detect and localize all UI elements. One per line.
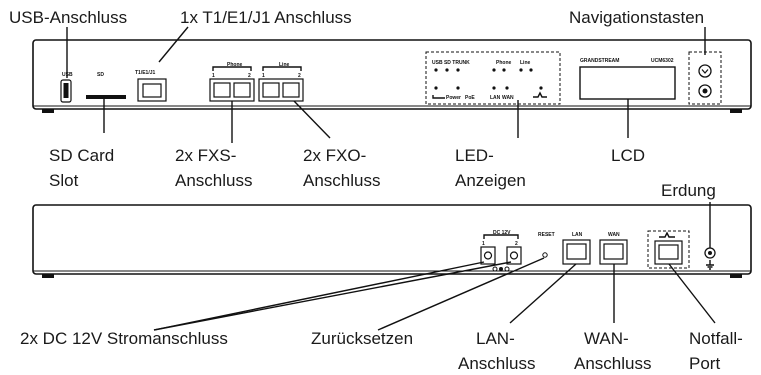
t1-callout-line xyxy=(158,26,189,63)
fxs-group-label: Phone xyxy=(227,62,242,68)
lan-callout-line2: Anschluss xyxy=(458,354,535,373)
brand-label: GRANDSTREAM xyxy=(580,58,619,64)
led-callout-line2: Anzeigen xyxy=(455,171,526,190)
model-label: UCM6302 xyxy=(651,58,674,64)
fxs-port-1-label: 1 xyxy=(212,73,215,79)
front-foot-left xyxy=(42,109,54,113)
chevron-down-icon xyxy=(701,69,709,74)
fxo-callout-line xyxy=(293,100,331,139)
fxs-callout-line2: Anschluss xyxy=(175,171,252,190)
t1-port-callout: 1x T1/E1/J1 Anschluss xyxy=(180,8,352,27)
fxs-port-2-label: 2 xyxy=(248,73,251,79)
emergency-port-inner xyxy=(658,244,679,260)
back-foot-right xyxy=(730,274,742,278)
fxs-port-1 xyxy=(213,82,231,98)
emergency-callout-line xyxy=(668,263,716,324)
front-foot-right xyxy=(730,109,742,113)
back-panel xyxy=(32,204,752,275)
led-lan-label: LAN xyxy=(490,95,501,101)
nav-down-button xyxy=(698,64,712,78)
lan-port-inner xyxy=(566,243,587,260)
lan-callout-line1: LAN- xyxy=(476,329,515,348)
led-wan-label: WAN xyxy=(502,95,514,101)
fxs-callout-line1: 2x FXS- xyxy=(175,146,236,165)
sd-card-callout-line2: Slot xyxy=(49,171,79,190)
led-callout-line1: LED- xyxy=(455,146,494,165)
lcd-callout: LCD xyxy=(611,146,645,165)
fxo-callout-line1: 2x FXO- xyxy=(303,146,366,165)
led-indicators-box xyxy=(425,51,561,105)
fxo-callout-line2: Anschluss xyxy=(303,171,380,190)
t1-port-inner xyxy=(142,83,162,98)
usb-port-callout: USB-Anschluss xyxy=(9,8,127,27)
fxo-port-1 xyxy=(262,82,280,98)
sd-card-slot xyxy=(86,95,126,99)
emergency-callout-line2: Port xyxy=(689,354,720,373)
usb-port-inner xyxy=(63,83,69,98)
nav-buttons-callout: Navigationstasten xyxy=(569,8,704,27)
dc-2-label: 2 xyxy=(515,241,518,247)
fxo-port-1-label: 1 xyxy=(262,73,265,79)
dc-callout-line-2 xyxy=(153,261,512,331)
wan-port-inner xyxy=(603,243,624,260)
dc-power-callout: 2x DC 12V Stromanschluss xyxy=(20,329,228,348)
sd-slot-label: SD xyxy=(97,72,104,78)
led-poe-label: PoE xyxy=(465,95,475,101)
emergency-callout-line1: Notfall- xyxy=(689,329,743,348)
lcd-screen xyxy=(579,66,676,100)
lan-port-label: LAN xyxy=(572,232,583,238)
wan-callout-line2: Anschluss xyxy=(574,354,651,373)
fxs-port-2 xyxy=(233,82,251,98)
fxo-port-2 xyxy=(282,82,300,98)
led-phone-label: Phone xyxy=(496,60,511,66)
t1-port-label: T1/E1/J1 xyxy=(135,70,156,76)
led-line-label: Line xyxy=(520,60,530,66)
reset-button xyxy=(542,252,548,258)
fxo-group-label: Line xyxy=(279,62,289,68)
lan-callout-line xyxy=(509,263,577,324)
dc-1-label: 1 xyxy=(482,241,485,247)
reset-label: RESET xyxy=(538,232,555,238)
wan-port-label: WAN xyxy=(608,232,620,238)
led-emergency-icon xyxy=(533,91,547,98)
emergency-icon xyxy=(659,231,675,238)
ok-icon xyxy=(702,88,708,94)
led-power-label: Power xyxy=(446,95,461,101)
back-foot-left xyxy=(42,274,54,278)
reset-callout: Zurücksetzen xyxy=(311,329,413,348)
fxo-port-2-label: 2 xyxy=(298,73,301,79)
ground-callout: Erdung xyxy=(661,181,716,200)
emergency-port-box xyxy=(647,230,690,269)
ground-icon xyxy=(706,260,714,270)
reset-callout-line xyxy=(377,257,545,331)
sd-card-callout-line1: SD Card xyxy=(49,146,114,165)
led-row1-label: USB SD TRUNK xyxy=(432,60,470,66)
dc-callout-line-1 xyxy=(153,261,485,331)
wan-callout-line1: WAN- xyxy=(584,329,629,348)
dc-label: DC 12V xyxy=(493,230,511,236)
